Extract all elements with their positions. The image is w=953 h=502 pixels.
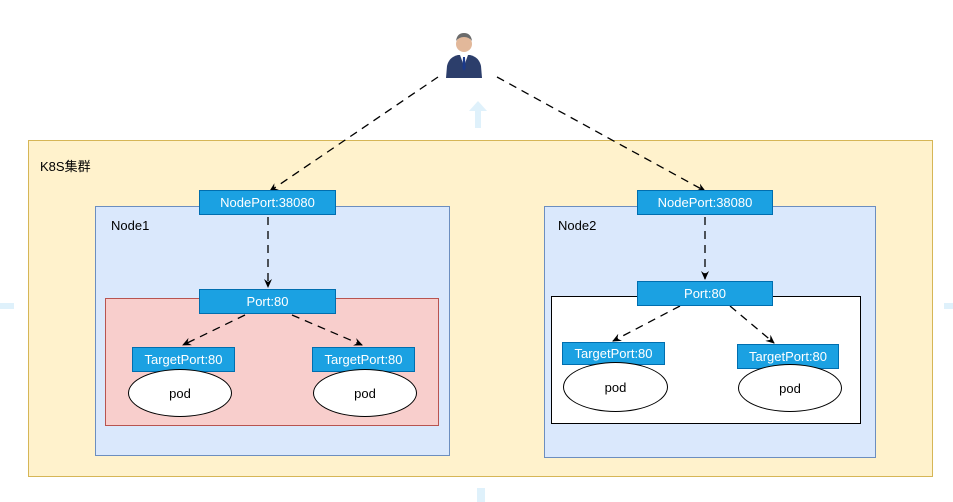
node1-pod2-targetport: TargetPort:80 (312, 347, 415, 372)
arrow-node1-port-to-pod1 (182, 314, 246, 346)
node1-label: Node1 (111, 218, 150, 233)
node2-pod2: pod (738, 364, 842, 412)
node2-label: Node2 (558, 218, 597, 233)
user-icon (446, 33, 482, 78)
cluster-label: K8S集群 (40, 159, 91, 174)
arrow-node2-port-to-pod2 (729, 305, 775, 344)
node1-service-port: Port:80 (199, 289, 336, 314)
node1-pod1: pod (128, 369, 232, 417)
node1-nodeport: NodePort:38080 (199, 190, 336, 215)
node2-service-port: Port:80 (637, 281, 773, 306)
faint-up-arrow (469, 101, 487, 128)
arrow-node2-port-to-pod1 (612, 305, 681, 342)
node1-pod2: pod (313, 369, 417, 417)
node2-pod1: pod (563, 362, 668, 412)
node1-pod1-targetport: TargetPort:80 (132, 347, 235, 372)
guide-right (944, 303, 953, 309)
guide-left (0, 303, 14, 309)
node2-pod2-targetport: TargetPort:80 (737, 344, 839, 369)
arrow-user-to-node1 (269, 76, 439, 192)
arrow-user-to-node2 (496, 76, 706, 192)
guide-bottom (477, 488, 485, 502)
node2-nodeport: NodePort:38080 (637, 190, 773, 215)
arrow-node1-port-to-pod2 (291, 314, 363, 346)
